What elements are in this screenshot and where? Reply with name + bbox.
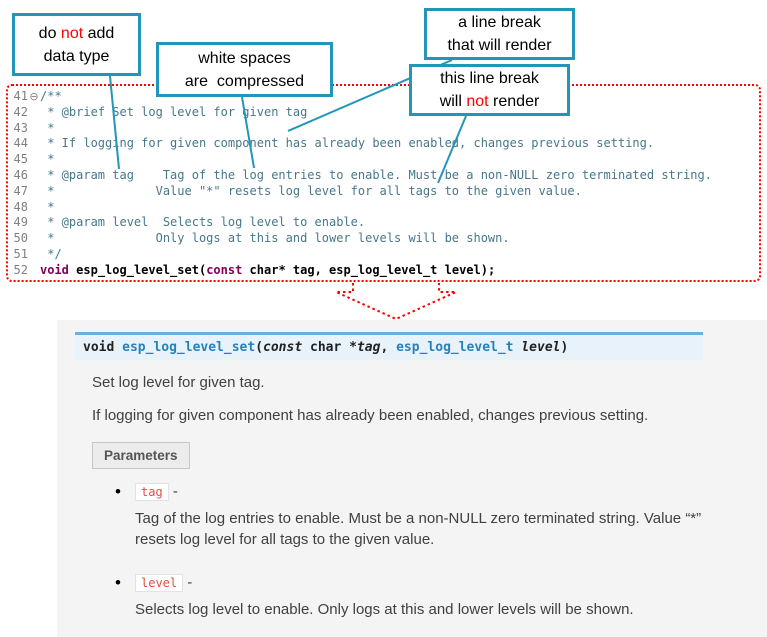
- line-number: 49: [13, 215, 28, 230]
- line-number: 47: [13, 183, 28, 198]
- description-text: If logging for given component has alrea…: [92, 407, 649, 424]
- line-number: 43: [13, 120, 28, 135]
- line-number: 50: [13, 231, 28, 246]
- code-line: 51 */: [8, 247, 759, 263]
- fold-marker-icon[interactable]: ⊖: [29, 90, 39, 103]
- code-text: *: [40, 152, 55, 167]
- code-text: * @brief Set log level for given tag: [40, 104, 308, 119]
- code-text: char* tag, esp_log_level_t level);: [242, 262, 496, 277]
- callout-whitespace: white spaces are compressed: [156, 42, 333, 97]
- sig-arg-tag: tag: [356, 340, 381, 355]
- code-line: 43 *: [8, 121, 759, 137]
- sig-return-type: void: [83, 340, 123, 355]
- param-name-level: level: [135, 574, 184, 592]
- sig-const-keyword: const: [263, 340, 303, 355]
- code-text: */: [40, 246, 62, 261]
- callout-no-datatype: do not add data type: [12, 13, 141, 76]
- code-line: 42 * @brief Set log level for given tag: [8, 105, 759, 121]
- sig-function-name: esp_log_level_set: [122, 340, 256, 355]
- parameter-item: • tag - Tag of the log entries to enable.…: [115, 482, 767, 550]
- function-signature: void esp_log_level_set(const char *tag, …: [75, 332, 703, 360]
- line-number: 51: [13, 246, 28, 261]
- line-number: 44: [13, 136, 28, 151]
- bullet-icon: •: [115, 482, 121, 501]
- param-description: Tag of the log entries to enable. Must b…: [135, 510, 702, 548]
- code-line: 47 * Value "*" resets log level for all …: [8, 184, 759, 200]
- line-number: 52: [13, 262, 28, 277]
- param-separator: -: [183, 574, 193, 591]
- parameters-heading: Parameters: [92, 442, 190, 469]
- sig-punct: ,: [380, 340, 397, 355]
- code-line: 44 * If logging for given component has …: [8, 136, 759, 152]
- callout-text: are compressed: [184, 72, 305, 90]
- code-line: 48 *: [8, 200, 759, 216]
- sig-punct: (: [255, 340, 264, 355]
- code-line: 45 *: [8, 152, 759, 168]
- callout-text-part: will: [439, 93, 467, 110]
- line-number: 46: [13, 167, 28, 182]
- callout-text: do not add: [39, 22, 115, 45]
- callout-text: this line break: [440, 70, 539, 87]
- callout-text-part: add: [83, 24, 115, 42]
- sig-type: char *: [302, 340, 357, 355]
- callout-text-part: render: [488, 93, 540, 110]
- callout-break-no-render: this line break will not render: [409, 64, 570, 116]
- code-text: * @param tag Tag of the log entries to e…: [40, 167, 712, 182]
- sig-type-esp-log-level-t: esp_log_level_t: [396, 340, 522, 355]
- code-text: * If logging for given component has alr…: [40, 136, 655, 151]
- code-line-declaration: 52 void esp_log_level_set(const char* tag…: [8, 263, 759, 279]
- code-line: 49 * @param level Selects log level to e…: [8, 215, 759, 231]
- code-editor: 41⊖/** 42 * @brief Set log level for giv…: [6, 84, 761, 282]
- callout-text: will not render: [440, 90, 540, 113]
- code-line: 46 * @param tag Tag of the log entries t…: [8, 168, 759, 184]
- param-description: Selects log level to enable. Only logs a…: [135, 601, 634, 618]
- callout-text-part: do: [38, 24, 61, 42]
- code-text: * @param level Selects log level to enab…: [40, 215, 366, 230]
- emphasis-not: not: [466, 93, 489, 110]
- parameter-item: • level - Selects log level to enable. On…: [115, 573, 767, 620]
- brief-text: Set log level for given tag.: [92, 374, 265, 391]
- code-text: * Only logs at this and lower levels wil…: [40, 231, 510, 246]
- parameters-list: • tag - Tag of the log entries to enable.…: [115, 482, 767, 620]
- sig-punct: ): [560, 340, 569, 355]
- line-number: 42: [13, 104, 28, 119]
- rendered-doc: void esp_log_level_set(const char *tag, …: [57, 320, 767, 637]
- code-line: 41⊖/**: [8, 89, 759, 105]
- callout-text: white spaces: [198, 49, 291, 67]
- line-number: 41: [13, 89, 28, 103]
- render-arrow-icon: [335, 283, 457, 320]
- emphasis-not: not: [60, 24, 84, 42]
- param-separator: -: [168, 483, 178, 500]
- code-text: * Value "*" resets log level for all tag…: [40, 183, 582, 198]
- function-name: esp_log_level_set: [76, 262, 199, 277]
- bullet-icon: •: [115, 573, 121, 592]
- code-keyword: void: [40, 262, 69, 277]
- code-text: *: [40, 120, 55, 135]
- code-text: (: [198, 262, 207, 277]
- code-line: 50 * Only logs at this and lower levels …: [8, 231, 759, 247]
- sig-arg-level: level: [521, 340, 561, 355]
- callout-text: data type: [43, 47, 110, 65]
- param-name-tag: tag: [135, 483, 169, 501]
- code-keyword: const: [206, 262, 243, 277]
- callout-text: that will render: [447, 37, 552, 54]
- callout-break-renders: a line break that will render: [424, 8, 575, 60]
- line-number: 45: [13, 152, 28, 167]
- code-text: /**: [40, 89, 62, 103]
- line-number: 48: [13, 199, 28, 214]
- code-text: *: [40, 199, 55, 214]
- callout-text: a line break: [458, 14, 541, 31]
